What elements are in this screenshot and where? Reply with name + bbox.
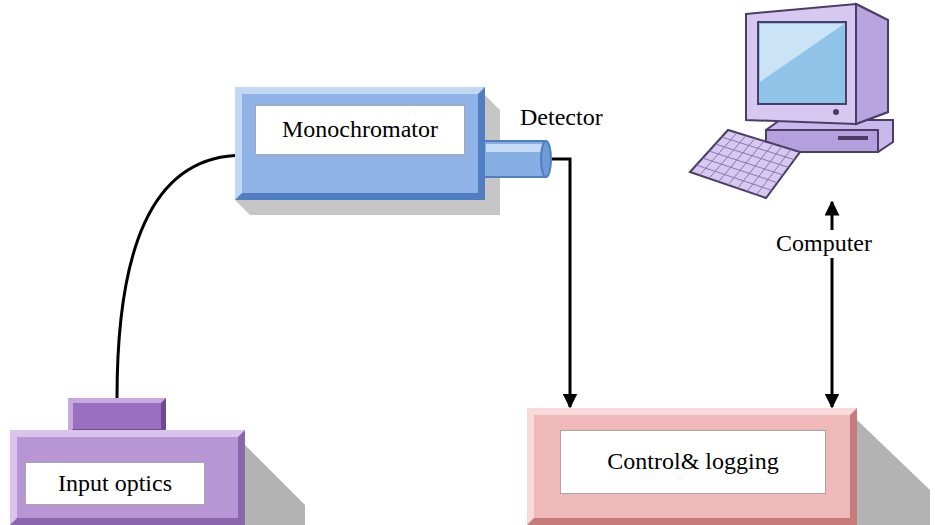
box-label: Control& logging bbox=[607, 448, 778, 476]
connector bbox=[552, 159, 570, 407]
key-column bbox=[757, 149, 792, 195]
optics-node: Input optics bbox=[10, 398, 245, 525]
part-label: Detector bbox=[520, 104, 603, 130]
box-shadow bbox=[857, 420, 930, 525]
optics-port bbox=[68, 398, 166, 434]
label-panel: Monochromator bbox=[255, 105, 465, 155]
key-column bbox=[700, 133, 738, 176]
detector-cylinder bbox=[482, 138, 552, 180]
box-label: Monochromator bbox=[282, 116, 438, 144]
part-label: Computer bbox=[776, 230, 872, 256]
mono-node: Monochromator bbox=[235, 87, 485, 200]
screen-glare bbox=[760, 24, 844, 82]
monitor-case bbox=[746, 4, 888, 124]
power-led bbox=[833, 109, 839, 115]
drive-slot bbox=[838, 136, 868, 140]
connector bbox=[117, 156, 235, 399]
monitor-side bbox=[856, 4, 888, 124]
computer-label: Computer bbox=[774, 230, 874, 258]
key-column bbox=[728, 141, 764, 185]
computer-node: Computer bbox=[688, 2, 898, 200]
keyboard bbox=[690, 130, 800, 198]
box-shadow bbox=[245, 445, 305, 525]
detector-label: Detector bbox=[520, 104, 603, 132]
keyboard-keys bbox=[696, 133, 794, 195]
label-panel: Input optics bbox=[25, 462, 205, 505]
detector-end bbox=[541, 141, 551, 177]
box-label: Input optics bbox=[58, 470, 172, 498]
detector-body bbox=[484, 141, 546, 177]
control-node: Control& logging bbox=[527, 408, 857, 525]
detector-highlight bbox=[486, 144, 544, 152]
computer-icon bbox=[688, 2, 898, 200]
monitor-screen bbox=[758, 22, 846, 104]
label-panel: Control& logging bbox=[560, 430, 826, 494]
key-column bbox=[719, 138, 756, 182]
key-column bbox=[709, 136, 746, 179]
detector-node: Detector bbox=[482, 138, 552, 180]
